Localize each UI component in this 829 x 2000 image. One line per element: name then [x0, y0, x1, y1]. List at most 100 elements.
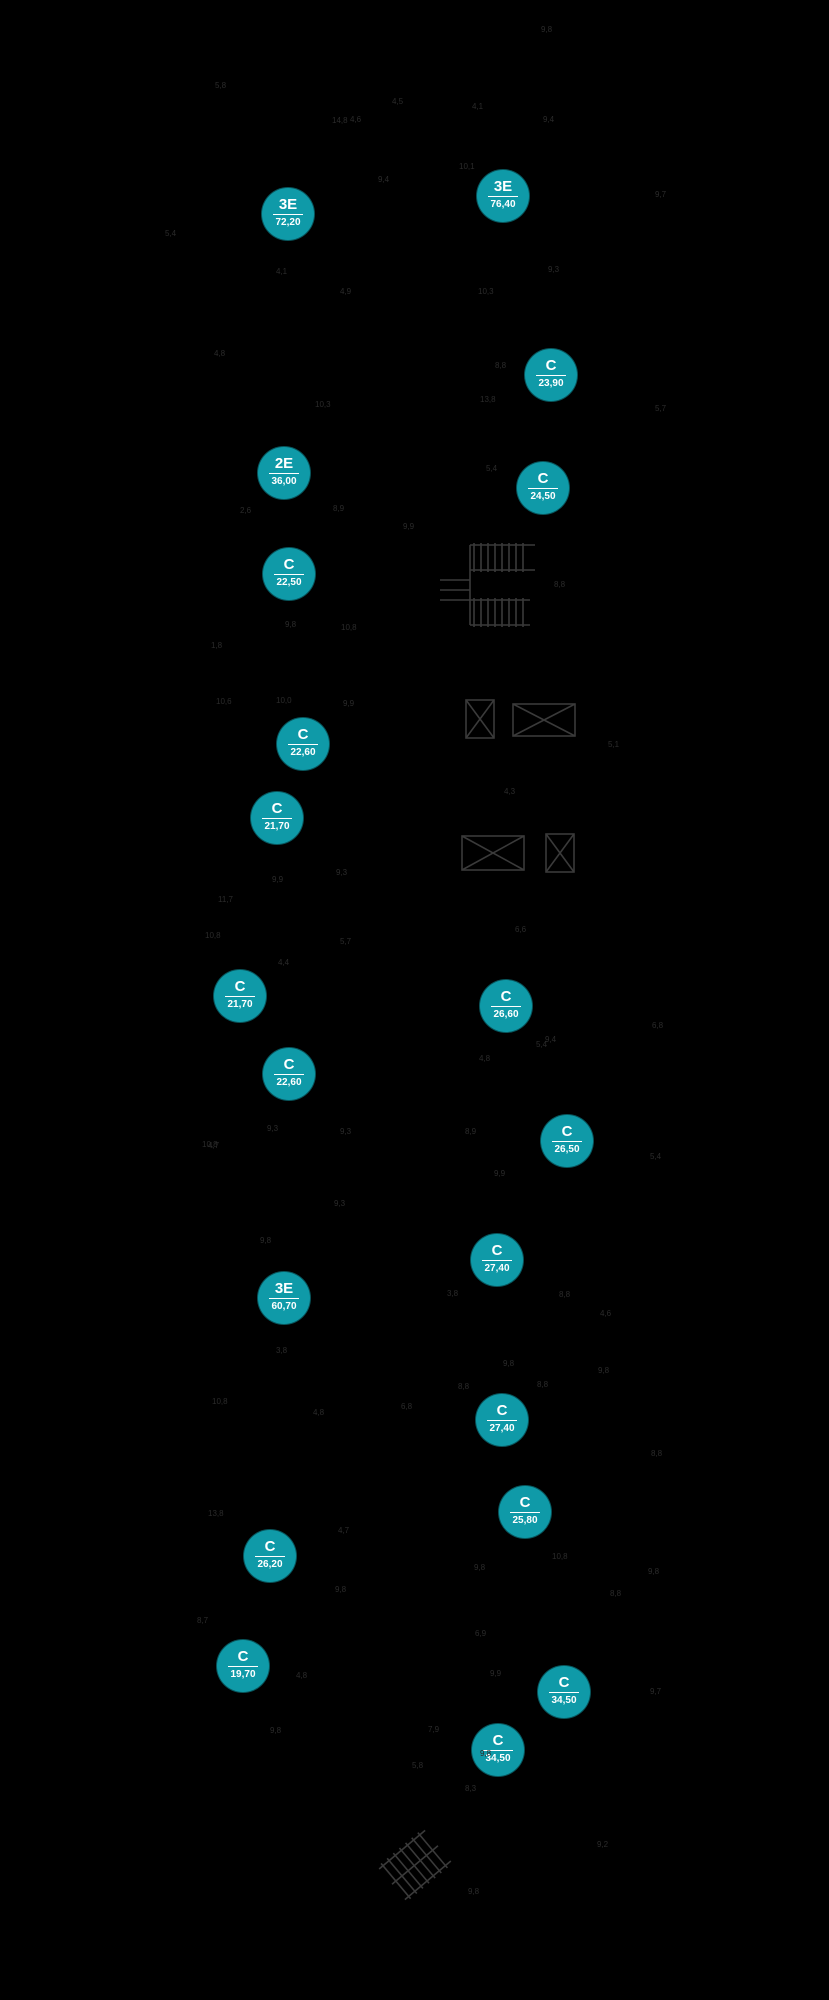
unit-code: C: [283, 556, 295, 573]
unit-divider: [288, 744, 318, 745]
dimension-label: 4,1: [276, 267, 288, 276]
dimension-label: 8,8: [559, 1290, 571, 1299]
unit-code: C: [492, 1732, 504, 1749]
dimension-label: 9,7: [655, 190, 667, 199]
dimension-label: 4,6: [600, 1309, 612, 1318]
dimension-label: 9,4: [378, 175, 390, 184]
dimension-label: 10,6: [216, 697, 232, 706]
dimension-label: 10,8: [552, 1552, 568, 1561]
unit-marker: C 34,50: [538, 1666, 590, 1718]
stair-upper: [440, 543, 535, 627]
dimension-label: 9,8: [541, 25, 553, 34]
dimension-label: 9,9: [272, 875, 284, 884]
dimension-label: 13,8: [480, 395, 496, 404]
dimension-label: 9,4: [545, 1035, 557, 1044]
dimension-label: 4,9: [340, 287, 352, 296]
dimension-label: 4,8: [313, 1408, 325, 1417]
unit-divider: [255, 1556, 285, 1557]
dimension-label: 5,4: [536, 1040, 548, 1049]
dimension-label: 9,8: [260, 1236, 272, 1245]
unit-divider: [483, 1750, 513, 1751]
unit-code: C: [237, 1648, 249, 1665]
unit-area: 34,50: [551, 1695, 577, 1706]
dimension-label: 8,8: [651, 1449, 663, 1458]
unit-divider: [269, 1298, 299, 1299]
dimension-label: 8,9: [333, 504, 345, 513]
dimension-label: 8,3: [465, 1784, 477, 1793]
dimension-label: 7,9: [428, 1725, 440, 1734]
stair-lower: [378, 1829, 452, 1901]
dimension-label: 6,8: [652, 1021, 664, 1030]
unit-marker: C 26,20: [244, 1530, 296, 1582]
unit-code: C: [264, 1538, 276, 1555]
unit-divider: [482, 1260, 512, 1261]
unit-divider: [262, 818, 292, 819]
unit-divider: [269, 473, 299, 474]
dimension-label: 8,8: [610, 1589, 622, 1598]
dimension-label: 10,3: [478, 287, 494, 296]
unit-code: C: [558, 1674, 570, 1691]
dimension-label: 13,8: [208, 1509, 224, 1518]
unit-divider: [225, 996, 255, 997]
unit-area: 34,50: [485, 1753, 511, 1764]
unit-area: 26,20: [257, 1559, 283, 1570]
dimension-label: 5,8: [215, 81, 227, 90]
unit-area: 36,00: [271, 476, 297, 487]
dimension-label: 9,9: [490, 1669, 502, 1678]
dimension-label: 9,7: [650, 1687, 662, 1696]
unit-code: C: [297, 726, 309, 743]
unit-area: 21,70: [227, 999, 253, 1010]
unit-divider: [552, 1141, 582, 1142]
dimension-label: 9,8: [468, 1887, 480, 1896]
dimension-label: 10,8: [205, 931, 221, 940]
shafts: [461, 699, 576, 873]
dimension-label: 9,3: [548, 265, 560, 274]
dimension-label: 5,4: [486, 464, 498, 473]
unit-code: C: [519, 1494, 531, 1511]
unit-area: 27,40: [484, 1263, 510, 1274]
dimension-label: 9,9: [403, 522, 415, 531]
dimension-label: 5,7: [340, 937, 352, 946]
unit-area: 26,50: [554, 1144, 580, 1155]
dimension-label: 2,6: [240, 506, 252, 515]
dimension-label: 4,3: [504, 787, 516, 796]
dimension-label: 6,9: [475, 1629, 487, 1638]
unit-divider: [510, 1512, 540, 1513]
dimension-label: 9,3: [267, 1124, 279, 1133]
dimension-label: 9,8: [335, 1585, 347, 1594]
unit-area: 19,70: [230, 1669, 256, 1680]
dimension-label: 8,8: [458, 1382, 470, 1391]
unit-code: C: [500, 988, 512, 1005]
dimension-label: 1,8: [211, 641, 223, 650]
dimension-label: 9,8: [270, 1726, 282, 1735]
unit-code: C: [545, 357, 557, 374]
dimension-label: 9,8: [503, 1359, 515, 1368]
unit-divider: [528, 488, 558, 489]
dimension-label: 4,8: [296, 1671, 308, 1680]
dimension-label: 14,8: [332, 116, 348, 125]
dimension-label: 9,2: [597, 1840, 609, 1849]
dimension-label: 8,8: [495, 361, 507, 370]
dimension-label: 4,4: [278, 958, 290, 967]
dimension-label: 10,8: [212, 1397, 228, 1406]
dimension-label: 9,9: [343, 699, 355, 708]
dimension-label: 9,3: [340, 1127, 352, 1136]
unit-divider: [488, 196, 518, 197]
unit-area: 27,40: [489, 1423, 515, 1434]
unit-code: C: [234, 978, 246, 995]
unit-divider: [487, 1420, 517, 1421]
dimension-label: 5,4: [165, 229, 177, 238]
dimension-label: 9,8: [480, 1749, 492, 1758]
dimension-label: 9,8: [648, 1567, 660, 1576]
